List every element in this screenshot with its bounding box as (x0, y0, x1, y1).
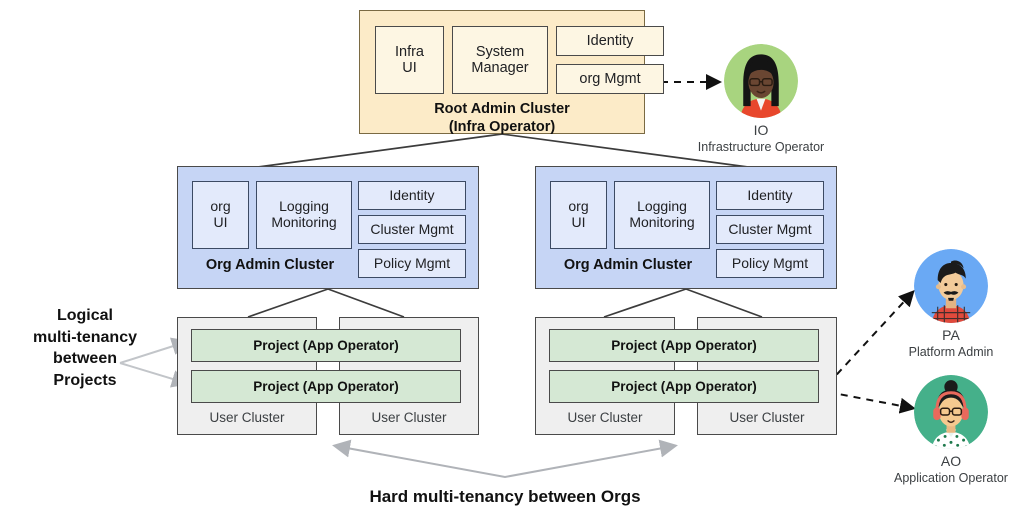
root-component-infra-ui-line1: Infra (394, 43, 424, 60)
root-component-system-manager: System Manager (452, 26, 548, 94)
project-left-top: Project (App Operator) (191, 329, 461, 362)
persona-ao-abbr: AO (940, 453, 962, 469)
root-admin-cluster-title-line2: (Infra Operator) (448, 119, 556, 135)
root-component-org-mgmt: org Mgmt (556, 64, 664, 94)
logical-multitenancy-label: Logical multi-tenancy between Projects (10, 305, 160, 391)
user-cluster-4-label: User Cluster (729, 410, 805, 425)
org-right-component-identity-label: Identity (747, 186, 793, 203)
persona-io: IO Infrastructure Operator (696, 44, 826, 155)
logical-multitenancy-line-2: multi-tenancy (32, 328, 137, 346)
org-left-component-cluster-mgmt: Cluster Mgmt (358, 215, 466, 244)
project-right-top: Project (App Operator) (549, 329, 819, 362)
persona-pa-abbr: PA (942, 327, 960, 343)
hard-multitenancy-label: Hard multi-tenancy between Orgs (369, 487, 641, 506)
org-right-component-logging-monitoring-line2: Monitoring (629, 214, 695, 230)
persona-pa-avatar (914, 249, 988, 323)
org-right-component-logging-monitoring-line1: Logging (637, 198, 687, 215)
root-component-org-mgmt-label: org Mgmt (579, 70, 641, 87)
persona-io-abbr: IO (753, 122, 769, 138)
root-component-identity: Identity (556, 26, 664, 56)
root-component-infra-ui: Infra UI (375, 26, 444, 94)
wire-org-right-to-userclusters (603, 288, 763, 318)
org-left-component-identity-label: Identity (389, 186, 435, 203)
org-left-component-org-ui-line2: UI (213, 214, 228, 230)
logical-multitenancy-line-3: between (52, 350, 117, 368)
project-left-bottom: Project (App Operator) (191, 370, 461, 403)
root-admin-cluster-title-line1: Root Admin Cluster (434, 101, 570, 117)
user-cluster-1-label: User Cluster (209, 410, 285, 425)
org-right-component-org-ui: org UI (550, 181, 607, 249)
org-admin-cluster-left-title: Org Admin Cluster (205, 257, 335, 273)
root-component-infra-ui-line2: UI (402, 60, 417, 76)
org-left-component-identity: Identity (358, 181, 466, 210)
persona-ao: AO Application Operator (886, 375, 1016, 486)
org-right-component-logging-monitoring: Logging Monitoring (614, 181, 710, 249)
org-left-component-policy-mgmt-label: Policy Mgmt (373, 254, 451, 271)
wire-org-left-to-userclusters (247, 288, 405, 318)
root-component-system-manager-line1: System (475, 43, 525, 60)
user-cluster-2-label: User Cluster (371, 410, 447, 425)
logical-multitenancy-line-1: Logical (56, 307, 113, 324)
root-component-identity-label: Identity (586, 32, 634, 49)
org-admin-cluster-left: org UI Logging Monitoring Identity Clust… (177, 166, 479, 289)
user-cluster-3-label: User Cluster (567, 410, 643, 425)
persona-ao-avatar (914, 375, 988, 449)
wire-hard-multitenancy (332, 439, 678, 479)
root-component-system-manager-line2: Manager (471, 60, 529, 76)
persona-pa: PA Platform Admin (886, 249, 1016, 360)
org-right-component-policy-mgmt: Policy Mgmt (716, 249, 824, 278)
persona-io-avatar (724, 44, 798, 118)
logical-multitenancy-line-4: Projects (53, 371, 117, 389)
org-left-component-logging-monitoring-line1: Logging (279, 198, 329, 215)
org-admin-cluster-right: org UI Logging Monitoring Identity Clust… (535, 166, 837, 289)
org-left-component-org-ui: org UI (192, 181, 249, 249)
persona-ao-full: Application Operator (894, 471, 1008, 486)
persona-pa-full: Platform Admin (908, 345, 994, 360)
wire-root-to-orgs (257, 133, 749, 168)
org-left-component-org-ui-line1: org (210, 198, 231, 215)
org-admin-cluster-right-title: Org Admin Cluster (563, 257, 693, 273)
org-right-component-org-ui-line2: UI (571, 214, 586, 230)
project-right-bottom: Project (App Operator) (549, 370, 819, 403)
org-right-component-policy-mgmt-label: Policy Mgmt (731, 254, 809, 271)
org-left-component-cluster-mgmt-label: Cluster Mgmt (370, 220, 454, 237)
persona-io-full: Infrastructure Operator (697, 140, 825, 155)
org-left-component-logging-monitoring: Logging Monitoring (256, 181, 352, 249)
org-right-component-org-ui-line1: org (568, 198, 589, 215)
org-right-component-cluster-mgmt: Cluster Mgmt (716, 215, 824, 244)
root-admin-cluster: Infra UI System Manager Identity org Mgm… (359, 10, 664, 135)
org-left-component-logging-monitoring-line2: Monitoring (271, 214, 337, 230)
org-right-component-identity: Identity (716, 181, 824, 210)
org-right-component-cluster-mgmt-label: Cluster Mgmt (728, 220, 812, 237)
org-left-component-policy-mgmt: Policy Mgmt (358, 249, 466, 278)
